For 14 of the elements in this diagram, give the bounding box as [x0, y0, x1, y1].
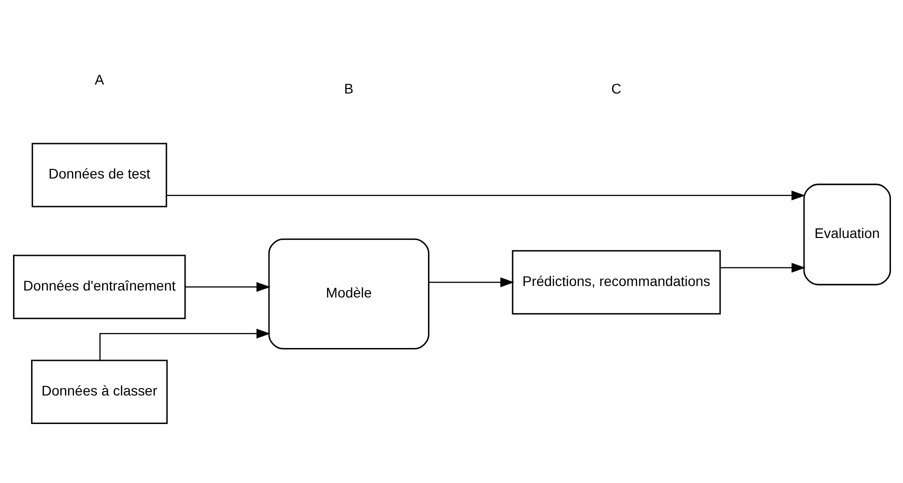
- label: C: [610, 80, 621, 97]
- arrow: [166, 190, 805, 200]
- label: B: [344, 80, 354, 97]
- node-box: Evaluation: [802, 184, 890, 286]
- node-box: Modèle: [268, 238, 429, 350]
- node-box: Données à classer: [30, 360, 168, 424]
- arrow: [720, 262, 806, 273]
- node-box: Données de test: [31, 142, 167, 208]
- arrow: [98, 328, 270, 360]
- label: A: [94, 71, 104, 88]
- node-box: Prédictions, recommandations: [511, 250, 720, 314]
- arrow: [184, 282, 270, 292]
- node-box: Données d'entraînement: [12, 254, 186, 320]
- arrow: [428, 277, 514, 288]
